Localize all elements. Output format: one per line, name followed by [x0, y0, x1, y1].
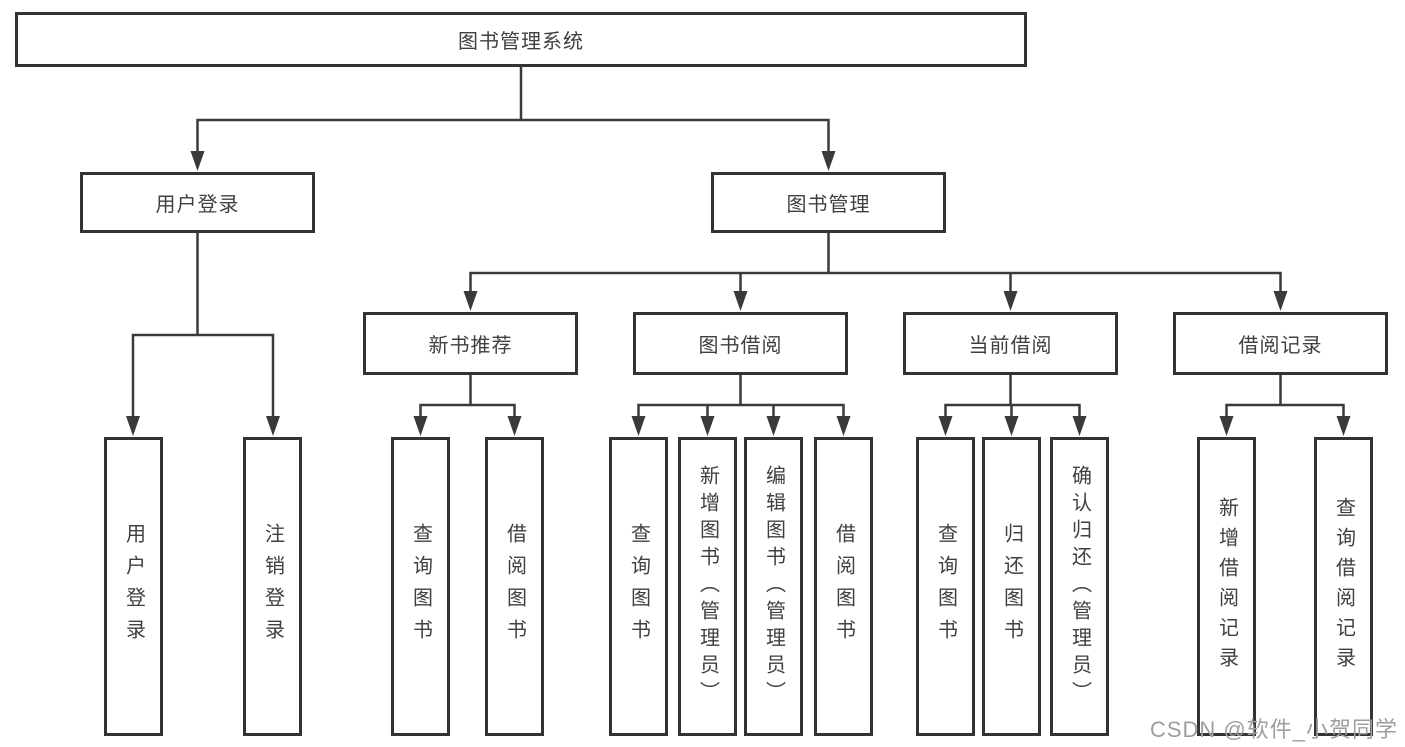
node-label: 借阅图书 — [832, 522, 855, 651]
node-label: 借阅记录 — [1238, 335, 1323, 357]
leaf-borrow-book-newrec: 借阅图书 — [485, 437, 544, 736]
node-user-login: 用户登录 — [80, 172, 315, 233]
node-label: 查询借阅记录 — [1332, 496, 1355, 677]
leaf-query-book-borrow: 查询图书 — [609, 437, 668, 736]
leaf-return-book: 归还图书 — [982, 437, 1041, 736]
node-label: 归还图书 — [1000, 522, 1023, 651]
node-label: 新增借阅记录 — [1215, 496, 1238, 677]
node-new-book-recommend: 新书推荐 — [363, 312, 578, 375]
node-label: 注销登录 — [261, 522, 284, 651]
leaf-logout-login: 注销登录 — [243, 437, 302, 736]
watermark: CSDN @软件_小贺同学 — [1149, 717, 1398, 742]
leaf-add-book-admin: 新增图书（管理员） — [678, 437, 737, 736]
node-label: 查询图书 — [409, 522, 432, 651]
node-label: 借阅图书 — [503, 522, 526, 651]
leaf-query-borrow-record: 查询借阅记录 — [1314, 437, 1373, 736]
node-label: 图书管理 — [786, 194, 871, 216]
leaf-borrow-book: 借阅图书 — [814, 437, 873, 736]
node-label: 查询图书 — [934, 522, 957, 651]
leaf-add-borrow-record: 新增借阅记录 — [1197, 437, 1256, 736]
node-label: 图书管理系统 — [458, 31, 584, 53]
leaf-query-book-current: 查询图书 — [916, 437, 975, 736]
node-label: 用户登录 — [155, 194, 240, 216]
leaf-confirm-return-admin: 确认归还（管理员） — [1050, 437, 1109, 736]
leaf-user-login: 用户登录 — [104, 437, 163, 736]
node-book-borrow: 图书借阅 — [633, 312, 848, 375]
node-current-borrow: 当前借阅 — [903, 312, 1118, 375]
node-label: 编辑图书（管理员） — [762, 465, 785, 708]
node-borrow-records: 借阅记录 — [1173, 312, 1388, 375]
node-label: 当前借阅 — [968, 335, 1053, 357]
leaf-edit-book-admin: 编辑图书（管理员） — [744, 437, 803, 736]
node-book-management: 图书管理 — [711, 172, 946, 233]
node-label: 新书推荐 — [428, 335, 513, 357]
node-library-management-system: 图书管理系统 — [15, 12, 1027, 67]
leaf-query-book-newrec: 查询图书 — [391, 437, 450, 736]
node-label: 确认归还（管理员） — [1068, 465, 1091, 708]
node-label: 用户登录 — [122, 522, 145, 651]
node-label: 新增图书（管理员） — [696, 465, 719, 708]
node-label: 图书借阅 — [698, 335, 783, 357]
node-label: 查询图书 — [627, 522, 650, 651]
